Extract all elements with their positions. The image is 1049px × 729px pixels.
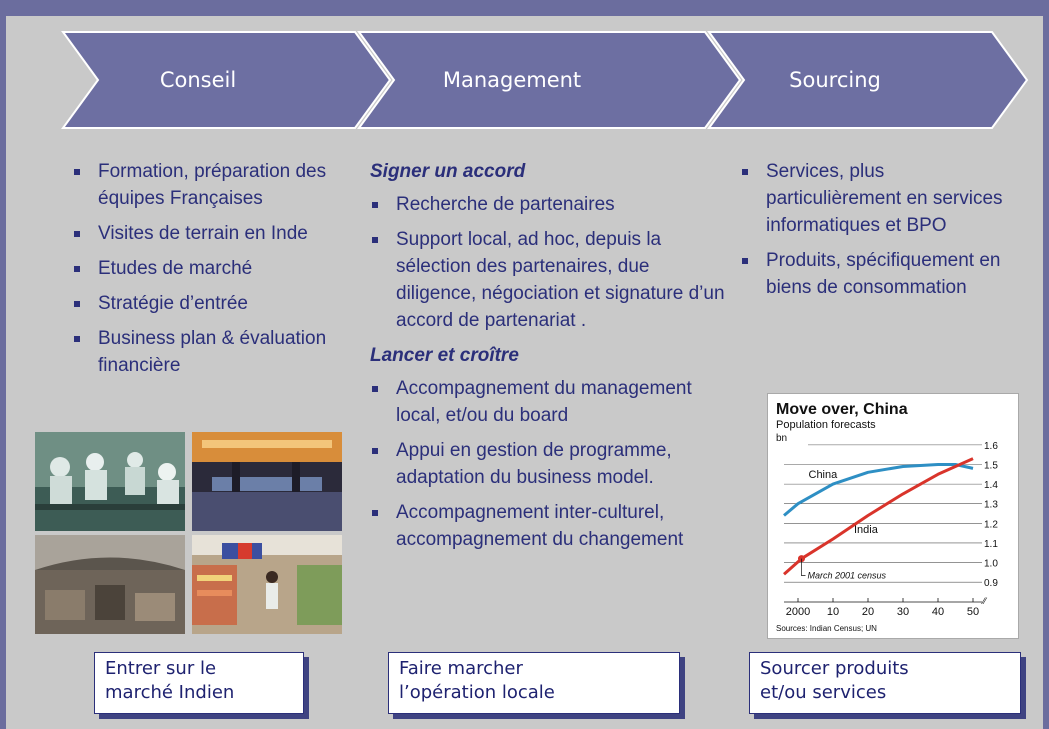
chart-series-line-china <box>783 463 974 517</box>
list-item: Services, plus particulièrement en servi… <box>740 158 1010 239</box>
supermarket-photo <box>192 535 342 634</box>
office-interior-photo <box>192 432 342 531</box>
chart-x-tick-label: 50 <box>967 606 979 618</box>
outcome-box-entrer: Entrer sur le marché Indien <box>94 652 304 714</box>
chart-x-tick-label: 2000 <box>786 606 810 618</box>
chart-y-tick-label: 1.2 <box>984 519 998 530</box>
list-item: Etudes de marché <box>72 255 342 282</box>
chart-svg: Move over, China Population forecasts bn… <box>776 401 998 633</box>
sourcing-list: Services, plus particulièrement en servi… <box>740 158 1010 301</box>
management-list-1: Recherche de partenaires Support local, … <box>370 191 730 334</box>
list-item: Formation, préparation des équipes Franç… <box>72 158 342 212</box>
factory-workers-photo <box>35 432 185 531</box>
chart-y-tick-label: 1.5 <box>984 461 998 472</box>
chart-series-label: China <box>809 469 839 481</box>
chart-y-tick-label: 1.0 <box>984 559 998 570</box>
chevron-label-conseil: Conseil <box>159 68 237 92</box>
list-item: Stratégie d’entrée <box>72 290 342 317</box>
chevron-row <box>61 31 1029 129</box>
chart-y-tick-label: 1.4 <box>984 480 998 491</box>
chart-y-tick-label: 1.6 <box>984 441 998 452</box>
chart-y-unit-label: bn <box>776 433 787 444</box>
chart-title: Move over, China <box>776 401 908 418</box>
photo-collage <box>35 432 343 634</box>
chart-y-tick-label: 1.3 <box>984 500 998 511</box>
management-list-2: Accompagnement du management local, et/o… <box>370 375 730 553</box>
list-item: Appui en gestion de programme, adaptatio… <box>370 437 730 491</box>
outcome-line: marché Indien <box>105 682 235 703</box>
outcome-line: Sourcer produits <box>760 658 909 679</box>
outcome-line: Faire marcher <box>399 658 523 679</box>
chart-annotation-label: March 2001 census <box>808 571 887 581</box>
list-item: Support local, ad hoc, depuis la sélecti… <box>370 226 730 334</box>
chart-annotation-leader <box>801 558 806 577</box>
chevron-label-sourcing: Sourcing <box>789 68 881 92</box>
chart-x-tick-label: 40 <box>932 606 944 618</box>
management-heading-signer: Signer un accord <box>370 161 526 182</box>
chevron-sourcing <box>707 31 1029 129</box>
chart-x-tick-label: 30 <box>897 606 909 618</box>
chart-x-tick-label: 10 <box>827 606 839 618</box>
chart-census-marker <box>798 555 805 563</box>
chart-y-tick-label: 1.1 <box>984 539 998 550</box>
warehouse-photo <box>35 535 185 634</box>
chart-axis-break: ⁄⁄ <box>981 596 988 606</box>
outcome-line: Entrer sur le <box>105 658 217 679</box>
management-heading-lancer: Lancer et croître <box>370 345 519 366</box>
chevron-label-management: Management <box>442 68 582 92</box>
population-forecast-chart: Move over, China Population forecasts bn… <box>767 393 1019 639</box>
conseil-column: Formation, préparation des équipes Franç… <box>72 158 342 387</box>
conseil-list: Formation, préparation des équipes Franç… <box>72 158 342 379</box>
sourcing-column: Services, plus particulièrement en servi… <box>740 158 1010 309</box>
list-item: Recherche de partenaires <box>370 191 730 218</box>
chart-y-tick-label: 0.9 <box>984 578 998 589</box>
outcome-line: et/ou services <box>760 682 887 703</box>
chevron-conseil <box>61 31 392 129</box>
outcome-box-faire: Faire marcher l’opération locale <box>388 652 680 714</box>
outcome-line: l’opération locale <box>399 682 555 703</box>
chart-series-label: India <box>854 524 879 536</box>
list-item: Visites de terrain en Inde <box>72 220 342 247</box>
list-item: Accompagnement du management local, et/o… <box>370 375 730 429</box>
chart-subtitle: Population forecasts <box>776 419 876 431</box>
list-item: Accompagnement inter-culturel, accompagn… <box>370 499 730 553</box>
outcome-box-sourcer: Sourcer produits et/ou services <box>749 652 1021 714</box>
list-item: Business plan & évaluation financière <box>72 325 342 379</box>
chart-x-tick-label: 20 <box>862 606 874 618</box>
management-column: Signer un accord Recherche de partenaire… <box>370 158 730 561</box>
chart-source: Sources: Indian Census; UN <box>776 624 877 633</box>
chevron-management <box>357 31 742 129</box>
list-item: Produits, spécifiquement en biens de con… <box>740 247 1010 301</box>
